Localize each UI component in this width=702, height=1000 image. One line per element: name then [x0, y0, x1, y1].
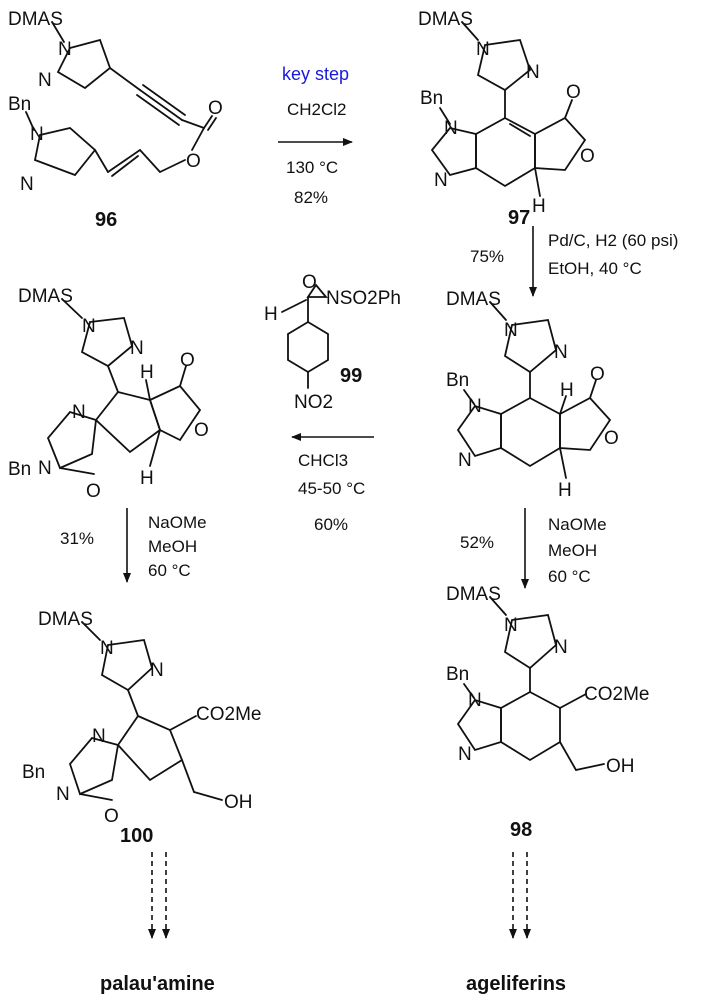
atom-h: H	[558, 480, 572, 501]
step3-solvent: CHCl3	[298, 451, 348, 470]
atom-n: N	[38, 458, 52, 479]
atom-n: N	[38, 70, 52, 91]
step4-yield: 31%	[60, 529, 94, 548]
no2-label: NO2	[294, 392, 333, 413]
compound-98-structure: DMAS N N Bn N N CO2Me OH 98	[446, 584, 649, 841]
compound-label-96: 96	[95, 209, 117, 231]
oh-label: OH	[224, 792, 253, 813]
atom-n: N	[150, 660, 164, 681]
atom-o: O	[194, 420, 209, 441]
spiro-intermediate-structure: DMAS N N N N Bn O O O H H	[8, 286, 209, 502]
target-ageliferins: ageliferins	[466, 973, 566, 995]
step1-solvent: CH2Cl2	[287, 100, 347, 119]
bn-label: Bn	[420, 88, 443, 109]
atom-n: N	[92, 726, 106, 747]
dmas-label: DMAS	[38, 609, 93, 630]
step4-reagent: NaOMe	[148, 513, 207, 532]
atom-o: O	[302, 272, 317, 293]
atom-o: O	[590, 364, 605, 385]
compound-100-structure: DMAS N N N N Bn O CO2Me OH 100	[22, 609, 261, 847]
step5-solvent: MeOH	[548, 541, 597, 560]
atom-n: N	[100, 638, 114, 659]
step2-reagent: Pd/C, H2 (60 psi)	[548, 231, 678, 250]
atom-n: N	[130, 338, 144, 359]
atom-o: O	[86, 481, 101, 502]
atom-o: O	[180, 350, 195, 371]
atom-n: N	[504, 320, 518, 341]
compound-label-97: 97	[508, 207, 530, 229]
atom-o: O	[104, 806, 119, 827]
step5-temp: 60 °C	[548, 567, 591, 586]
atom-o: O	[208, 98, 223, 119]
dmas-label: DMAS	[8, 9, 63, 30]
atom-n: N	[504, 615, 518, 636]
compound-97-structure: DMAS N N Bn N N O O H 97	[418, 9, 595, 229]
atom-n: N	[30, 124, 44, 145]
atom-o: O	[566, 82, 581, 103]
atom-n: N	[468, 690, 482, 711]
step3-yield: 60%	[314, 515, 348, 534]
atom-n: N	[58, 39, 72, 60]
atom-n: N	[554, 637, 568, 658]
oh-label: OH	[606, 756, 635, 777]
atom-h: H	[560, 380, 574, 401]
atom-n: N	[56, 784, 70, 805]
step1-temp: 130 °C	[286, 158, 338, 177]
atom-o: O	[186, 151, 201, 172]
atom-n: N	[82, 316, 96, 337]
atom-h: H	[140, 468, 154, 489]
step5-yield: 52%	[460, 533, 494, 552]
atom-o: O	[580, 146, 595, 167]
dmas-label: DMAS	[18, 286, 73, 307]
dmas-label: DMAS	[446, 584, 501, 605]
atom-n: N	[444, 118, 458, 139]
atom-n: N	[458, 744, 472, 765]
compound-96-structure: DMAS N N O O Bn N N 96	[8, 9, 223, 231]
atom-n: N	[554, 342, 568, 363]
bn-label: Bn	[8, 94, 31, 115]
reagent-99-structure: O NSO2Ph H NO2 99	[264, 272, 401, 413]
step1-yield: 82%	[294, 188, 328, 207]
bn-label: Bn	[22, 762, 45, 783]
atom-h: H	[140, 362, 154, 383]
nso2ph-label: NSO2Ph	[326, 288, 401, 309]
step4-temp: 60 °C	[148, 561, 191, 580]
step3-temp: 45-50 °C	[298, 479, 365, 498]
step2-solvent: EtOH, 40 °C	[548, 259, 642, 278]
bn-label: Bn	[8, 459, 31, 480]
step5-reagent: NaOMe	[548, 515, 607, 534]
dmas-label: DMAS	[446, 289, 501, 310]
atom-n: N	[434, 170, 448, 191]
compound-label-99: 99	[340, 365, 362, 387]
co2me-label: CO2Me	[584, 684, 649, 705]
dmas-label: DMAS	[418, 9, 473, 30]
atom-h: H	[264, 304, 278, 325]
bn-label: Bn	[446, 664, 469, 685]
bn-label: Bn	[446, 370, 469, 391]
atom-n: N	[20, 174, 34, 195]
co2me-label: CO2Me	[196, 704, 261, 725]
atom-n: N	[468, 396, 482, 417]
atom-n: N	[72, 402, 86, 423]
hydrogenated-intermediate-structure: DMAS N N Bn N N O O H H	[446, 289, 619, 501]
atom-n: N	[458, 450, 472, 471]
atom-o: O	[604, 428, 619, 449]
key-step-label: key step	[282, 64, 349, 84]
compound-label-100: 100	[120, 825, 153, 847]
step4-solvent: MeOH	[148, 537, 197, 556]
atom-n: N	[476, 39, 490, 60]
compound-label-98: 98	[510, 819, 532, 841]
target-palauamine: palau'amine	[100, 973, 215, 995]
atom-n: N	[526, 62, 540, 83]
atom-h: H	[532, 196, 546, 217]
step2-yield: 75%	[470, 247, 504, 266]
